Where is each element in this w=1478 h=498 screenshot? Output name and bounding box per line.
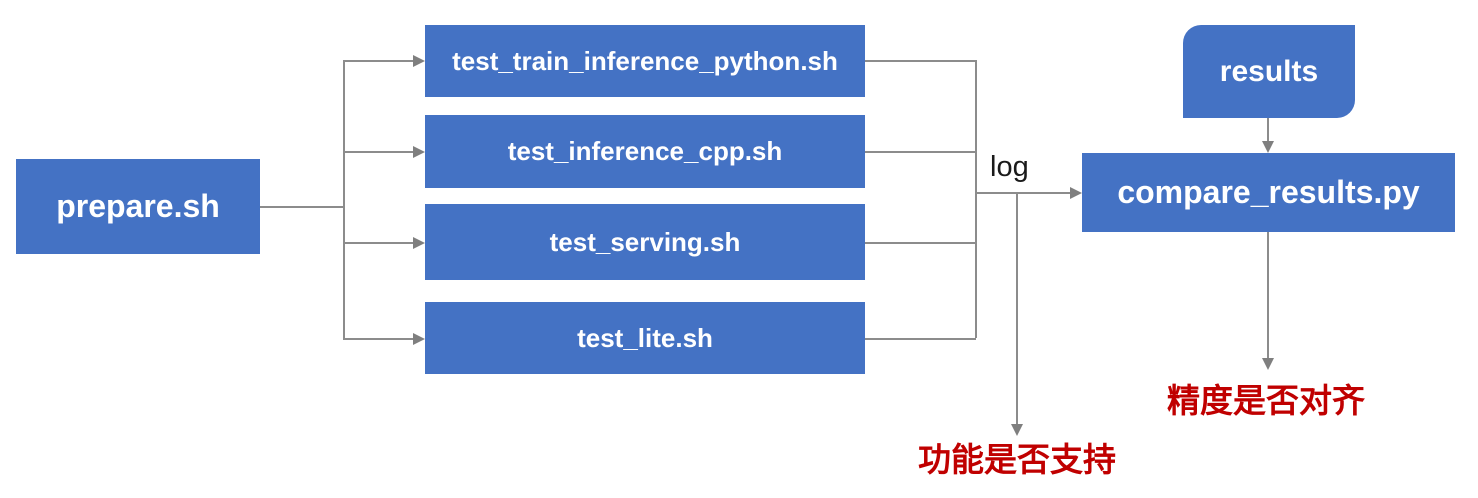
connector-to-test3 — [343, 242, 414, 244]
connector-to-test4 — [343, 338, 414, 340]
arrowhead-accuracy-aligned — [1262, 358, 1274, 370]
node-test-inference-cpp: test_inference_cpp.sh — [425, 115, 865, 188]
connector-test1-out — [865, 60, 976, 62]
connector-results-to-compare — [1267, 118, 1269, 143]
connector-log-down-branch — [1016, 193, 1018, 425]
node-compare-results-py: compare_results.py — [1082, 153, 1455, 232]
node-prepare-sh-label: prepare.sh — [56, 188, 220, 224]
connector-test3-out — [865, 242, 976, 244]
connector-test2-out — [865, 151, 976, 153]
annotation-function-support: 功能是否支持 — [918, 441, 1116, 478]
arrowhead-into-test2 — [413, 146, 425, 158]
node-test-train-inference-python: test_train_inference_python.sh — [425, 25, 865, 97]
connector-prepare-stub — [260, 206, 343, 208]
connector-to-test1 — [343, 60, 414, 62]
node-results-label: results — [1219, 54, 1319, 88]
node-test-lite: test_lite.sh — [425, 302, 865, 374]
connector-left-bus — [343, 61, 345, 338]
annotation-accuracy-aligned: 精度是否对齐 — [1167, 382, 1365, 419]
node-prepare-sh: prepare.sh — [16, 159, 260, 254]
edge-label-log: log — [990, 151, 1029, 183]
connector-right-bus — [975, 60, 977, 338]
arrowhead-function-support — [1011, 424, 1023, 436]
arrowhead-into-compare — [1070, 187, 1082, 199]
arrowhead-into-test4 — [413, 333, 425, 345]
connector-log-to-compare — [975, 192, 1071, 194]
connector-compare-down — [1267, 232, 1269, 359]
node-test-serving-label: test_serving.sh — [549, 226, 741, 257]
connector-test4-out — [865, 338, 976, 340]
arrowhead-into-test1 — [413, 55, 425, 67]
arrowhead-into-test3 — [413, 237, 425, 249]
arrowhead-into-compare-top — [1262, 141, 1274, 153]
node-compare-results-py-label: compare_results.py — [1117, 174, 1420, 210]
node-test-train-inference-python-label: test_train_inference_python.sh — [452, 45, 838, 76]
node-test-serving: test_serving.sh — [425, 204, 865, 280]
node-results: results — [1183, 25, 1355, 118]
node-test-lite-label: test_lite.sh — [577, 322, 713, 353]
node-test-inference-cpp-label: test_inference_cpp.sh — [507, 136, 783, 166]
connector-to-test2 — [343, 151, 414, 153]
